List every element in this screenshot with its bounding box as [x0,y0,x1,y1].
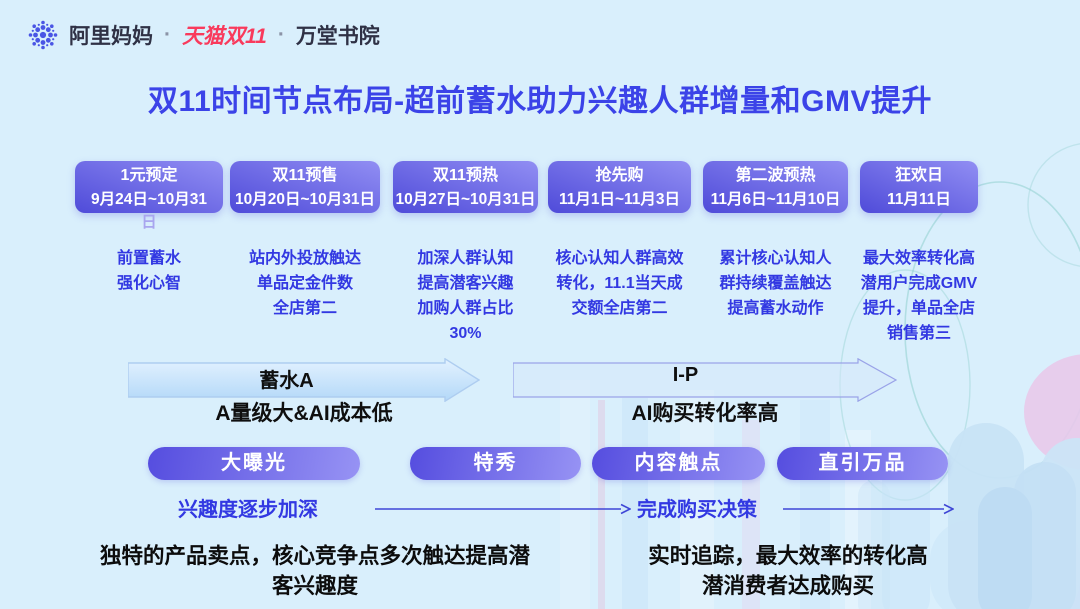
stage-caption-accumulation: A量级大&AI成本低 [215,402,393,425]
pill-big-exposure: 大曝光 [148,447,360,480]
phase-box-warmup: 双11预热 10月27日~10月31日 [393,161,538,213]
phase-name: 第二波预热 [735,167,816,184]
pill-content-touch: 内容触点 [592,447,765,480]
phase-desc-3: 加深人群认知 提高潜客兴趣 加购人群占比 30% [417,250,514,342]
phase-desc-6: 最大效率转化高 潜用户完成GMV 提升，单品全店 销售第三 [860,250,978,342]
phase-box-second-warmup: 第二波预热 11月6日~11月10日 [703,161,848,213]
phase-date: 10月27日~10月31日 [395,191,536,208]
phase-name: 抢先购 [595,167,644,184]
logo-separator: · [164,23,171,46]
phase-date: 10月20日~10月31日 [234,191,375,208]
logo-academy-text: 万堂书院 [295,25,380,48]
phase-desc-4: 核心认知人群高效 转化，11.1当天成 交额全店第二 [555,250,684,317]
flow-label-interest: 兴趣度逐步加深 [178,499,318,521]
logo-row: 阿里妈妈 · 天猫双11 · 万堂书院 [26,18,380,52]
stage-label-ip: I-P [672,364,699,386]
phase-name: 双11预售 [272,167,338,184]
flow-arrow-2 [783,503,954,515]
stage-arrow-ip [513,358,897,402]
phase-desc-2: 站内外投放触达 单品定金件数 全店第二 [248,250,361,317]
phase-box-carnival-day: 狂欢日 11月11日 [860,161,978,213]
logo-brand-text: 阿里妈妈 [69,25,153,48]
phase-box-presale: 双11预售 10月20日~10月31日 [230,161,380,213]
flow-label-purchase-decision: 完成购买决策 [637,499,757,521]
pill-texiu: 特秀 [410,447,581,480]
phase-name: 双11预热 [433,167,498,184]
phase-date: 11月6日~11月10日 [710,191,841,208]
stage-label-accumulation: 蓄水A [259,370,314,392]
phase-date: 11月11日 [887,191,951,208]
phase-date-overflow: 日 [141,214,157,231]
stage-caption-ip: AI购买转化率高 [631,402,779,425]
phase-desc-5: 累计核心认知人 群持续覆盖触达 提高蓄水动作 [719,250,832,317]
phase-box-early-buy: 抢先购 11月1日~11月3日 [548,161,691,213]
phase-date: 9月24日~10月31 [91,191,207,208]
flow-arrow-1 [375,503,631,515]
phase-box-1yuan-preorder: 1元预定 9月24日~10月31 日 [75,161,223,231]
logo-separator: · [277,23,285,46]
note-realtime-tracking: 实时追踪，最大效率的转化高 潜消费者达成购买 [648,544,928,598]
phase-desc-1: 前置蓄水 强化心智 [116,250,181,292]
phase-name: 狂欢日 [894,167,943,184]
note-selling-points: 独特的产品卖点，核心竞争点多次触达提高潜 客兴趣度 [99,544,530,598]
alimama-starburst-icon [26,18,60,52]
page-title: 双11时间节点布局-超前蓄水助力兴趣人群增量和GMV提升 [147,85,933,118]
phase-name: 1元预定 [120,167,178,184]
phase-date: 11月1日~11月3日 [558,191,681,208]
stage-arrow-accumulation [128,358,480,402]
pill-direct-products: 直引万品 [777,447,948,480]
logo-campaign-text: 天猫双11 [182,25,267,48]
